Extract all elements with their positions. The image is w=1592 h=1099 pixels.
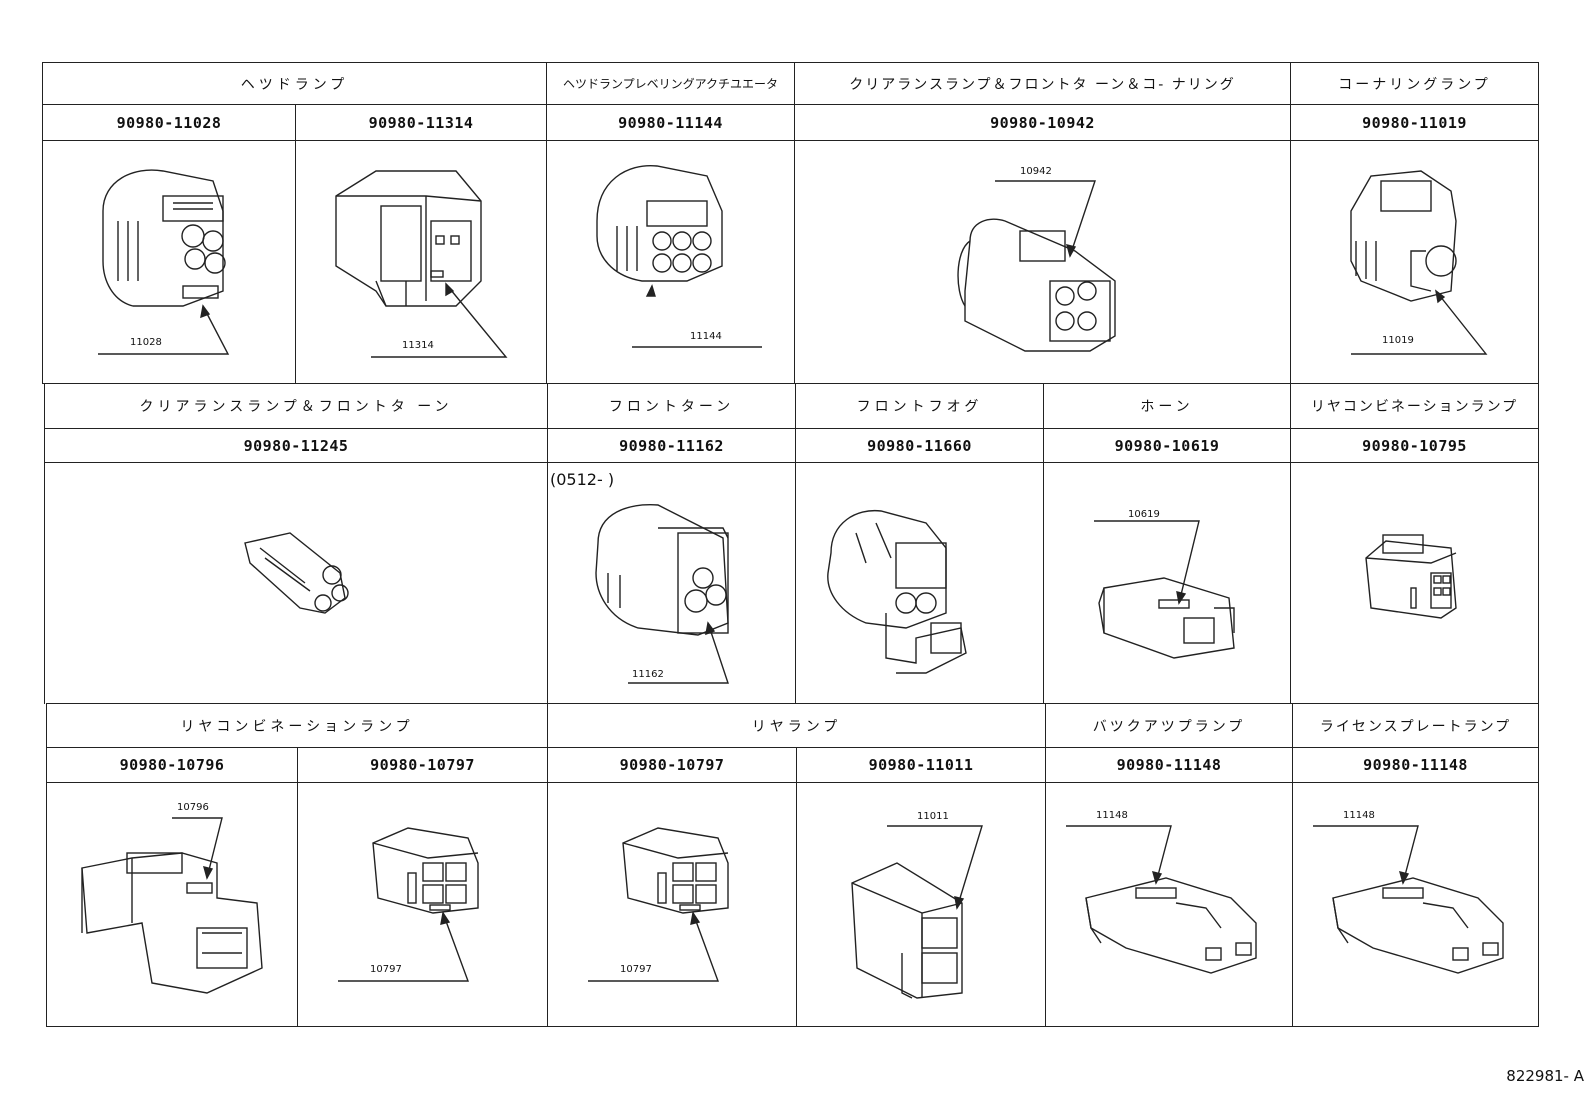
table-divider xyxy=(46,747,1539,748)
header-front-turn: フロントターン xyxy=(608,399,735,415)
callout-label: 11011 xyxy=(917,811,949,822)
part-number: 90980-11162 xyxy=(619,436,724,455)
table-divider xyxy=(44,462,1539,463)
callout-label: 10797 xyxy=(370,964,402,975)
header-clearance-front-turn-cornering: クリアランスランプ＆フロントタ ーン＆コ- ナリング xyxy=(849,76,1236,93)
cell-divider xyxy=(547,383,548,704)
part-number: 90980-11019 xyxy=(1362,113,1467,132)
part-number: 90980-11028 xyxy=(116,113,222,132)
cell-divider xyxy=(1045,703,1046,1027)
callout-label: 10796 xyxy=(177,802,209,813)
connector-illustration xyxy=(81,817,263,994)
part-number: 90980-10619 xyxy=(1114,436,1220,455)
table-divider xyxy=(46,703,1539,704)
connector-illustration xyxy=(1094,520,1235,659)
part-number: 90980-11144 xyxy=(618,113,723,132)
callout-label: 11314 xyxy=(402,340,434,351)
date-range-note: (0512- ) xyxy=(550,470,615,489)
table-border-left xyxy=(44,383,45,704)
callout-label: 11148 xyxy=(1096,810,1128,821)
connector-illustration xyxy=(335,170,508,358)
cell-divider xyxy=(794,62,795,384)
part-number: 90980-11660 xyxy=(867,436,972,455)
part-number: 90980-11314 xyxy=(368,113,474,132)
header-horn: ホーン xyxy=(1140,399,1194,415)
table-border-right xyxy=(1538,62,1539,1027)
connector-illustration xyxy=(1066,825,1257,974)
cell-divider xyxy=(1043,383,1044,704)
part-number: 90980-10795 xyxy=(1362,436,1467,455)
connector-illustration xyxy=(338,827,479,982)
header-headlamp-leveling-actuator: ヘツドランプレベリングアクチユエータ xyxy=(562,77,779,91)
cell-divider xyxy=(1292,703,1293,1027)
callout-label: 11162 xyxy=(632,669,664,680)
part-number: 90980-11148 xyxy=(1116,756,1222,774)
header-clearance-front-turn: クリアランスランプ＆フロントタ ーン xyxy=(139,399,453,415)
connector-illustration xyxy=(1365,534,1457,619)
callout-label: 10797 xyxy=(620,964,652,975)
part-number: 90980-10797 xyxy=(619,756,725,774)
part-number: 90980-10797 xyxy=(370,756,475,774)
part-number: 90980-10942 xyxy=(990,113,1095,132)
connector-illustration xyxy=(1313,825,1504,974)
cell-divider xyxy=(546,62,547,384)
part-number: 90980-11245 xyxy=(243,436,349,455)
connector-illustration xyxy=(98,169,230,355)
callout-label: 10619 xyxy=(1128,509,1160,520)
header-rear-combination-lamp: リヤコンビネーションランプ xyxy=(180,718,414,735)
cell-divider xyxy=(1290,383,1291,704)
table-border-left xyxy=(42,62,43,384)
cell-divider xyxy=(297,747,298,1027)
callout-label: 10942 xyxy=(1020,166,1052,177)
cell-divider xyxy=(295,104,296,384)
connector-illustration xyxy=(596,165,762,348)
callout-label: 11019 xyxy=(1382,335,1414,346)
callout-label: 11144 xyxy=(690,331,722,342)
cell-divider xyxy=(547,703,548,1027)
figure-id: 822981- A xyxy=(1506,1067,1584,1085)
connector-illustration xyxy=(1350,170,1488,355)
header-cornering-lamp: コーナリングランプ xyxy=(1338,76,1491,93)
connector-illustration xyxy=(588,827,729,982)
part-number: 90980-11011 xyxy=(868,756,974,774)
part-number: 90980-10796 xyxy=(119,756,225,774)
table-border-bottom xyxy=(47,1026,1539,1027)
table-border-left xyxy=(46,703,47,1027)
cell-divider xyxy=(795,383,796,704)
cell-divider xyxy=(1290,62,1291,384)
table-border-top xyxy=(42,62,1539,63)
callout-label: 11148 xyxy=(1343,810,1375,821)
connector-illustration xyxy=(244,532,349,614)
table-divider xyxy=(42,104,1539,105)
table-divider xyxy=(44,428,1539,429)
header-rear-combination-lamp: リヤコンビネーションランプ xyxy=(1310,399,1519,415)
header-rear-lamp: リヤランプ xyxy=(751,718,842,735)
table-divider xyxy=(42,140,1539,141)
callout-label: 11028 xyxy=(130,337,162,348)
table-divider xyxy=(46,782,1539,783)
header-headlamp: ヘツドランプ xyxy=(240,76,349,93)
connector-illustration xyxy=(851,825,983,999)
header-license-plate-lamp: ライセンスプレートランプ xyxy=(1319,718,1512,735)
connector-illustration xyxy=(595,504,729,684)
header-front-fog: フロントフオグ xyxy=(856,399,983,415)
table-divider xyxy=(42,383,1539,384)
part-number: 90980-11148 xyxy=(1363,756,1468,774)
connector-illustration xyxy=(957,180,1116,352)
cell-divider xyxy=(796,747,797,1027)
connector-illustration xyxy=(827,509,967,674)
header-backup-lamp: バツクアツプランプ xyxy=(1092,718,1246,735)
